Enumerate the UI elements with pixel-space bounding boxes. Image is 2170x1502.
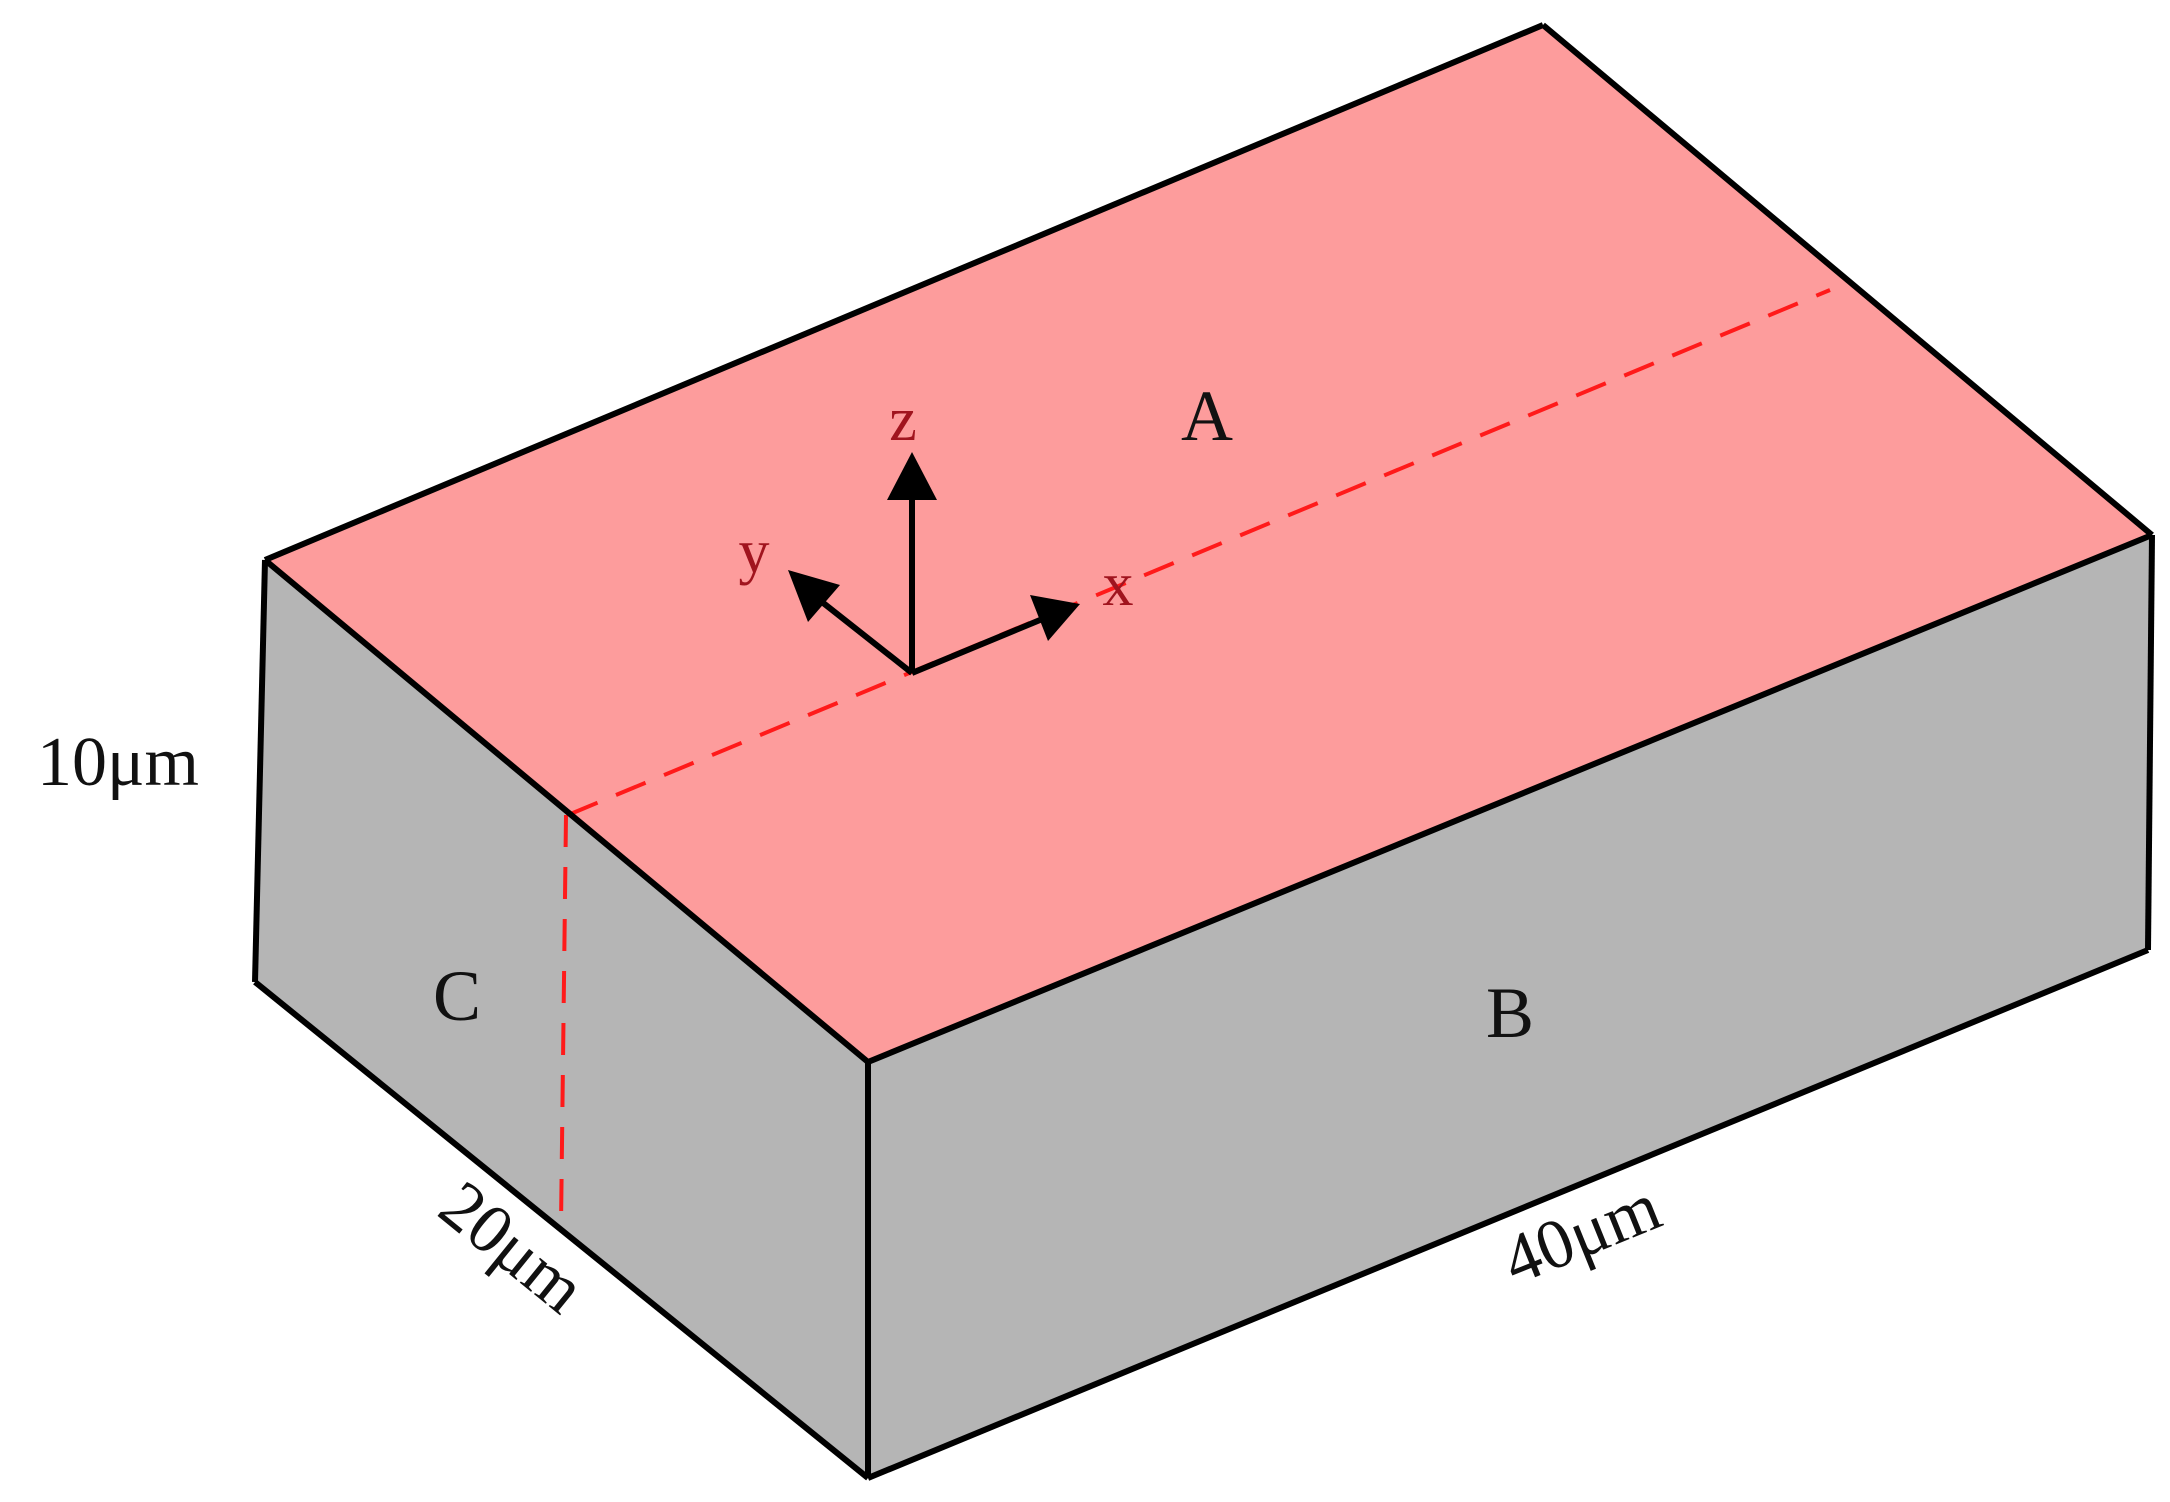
box-edges: [252, 22, 2155, 1481]
y-axis-arrowhead: [788, 570, 840, 622]
z-axis-label: z: [889, 386, 917, 454]
face-label-a: A: [1181, 376, 1233, 456]
cut-line-top: [567, 288, 1831, 817]
y-axis-line: [820, 599, 914, 676]
face-label-c: C: [433, 956, 481, 1036]
x-axis-arrowhead: [1030, 595, 1080, 641]
face-label-b: B: [1486, 973, 1534, 1053]
height-dimension-label: 10μm: [37, 724, 199, 801]
cut-line-side: [559, 814, 568, 1226]
x-axis-line: [910, 617, 1042, 676]
coordinate-axes: [788, 452, 1080, 676]
side-face-c: [255, 560, 868, 1478]
y-axis-label: y: [739, 518, 770, 586]
front-face-b: [868, 535, 2152, 1478]
x-axis-label: x: [1103, 551, 1134, 619]
top-face-a: [265, 25, 2152, 1062]
z-axis-arrowhead: [887, 452, 937, 500]
